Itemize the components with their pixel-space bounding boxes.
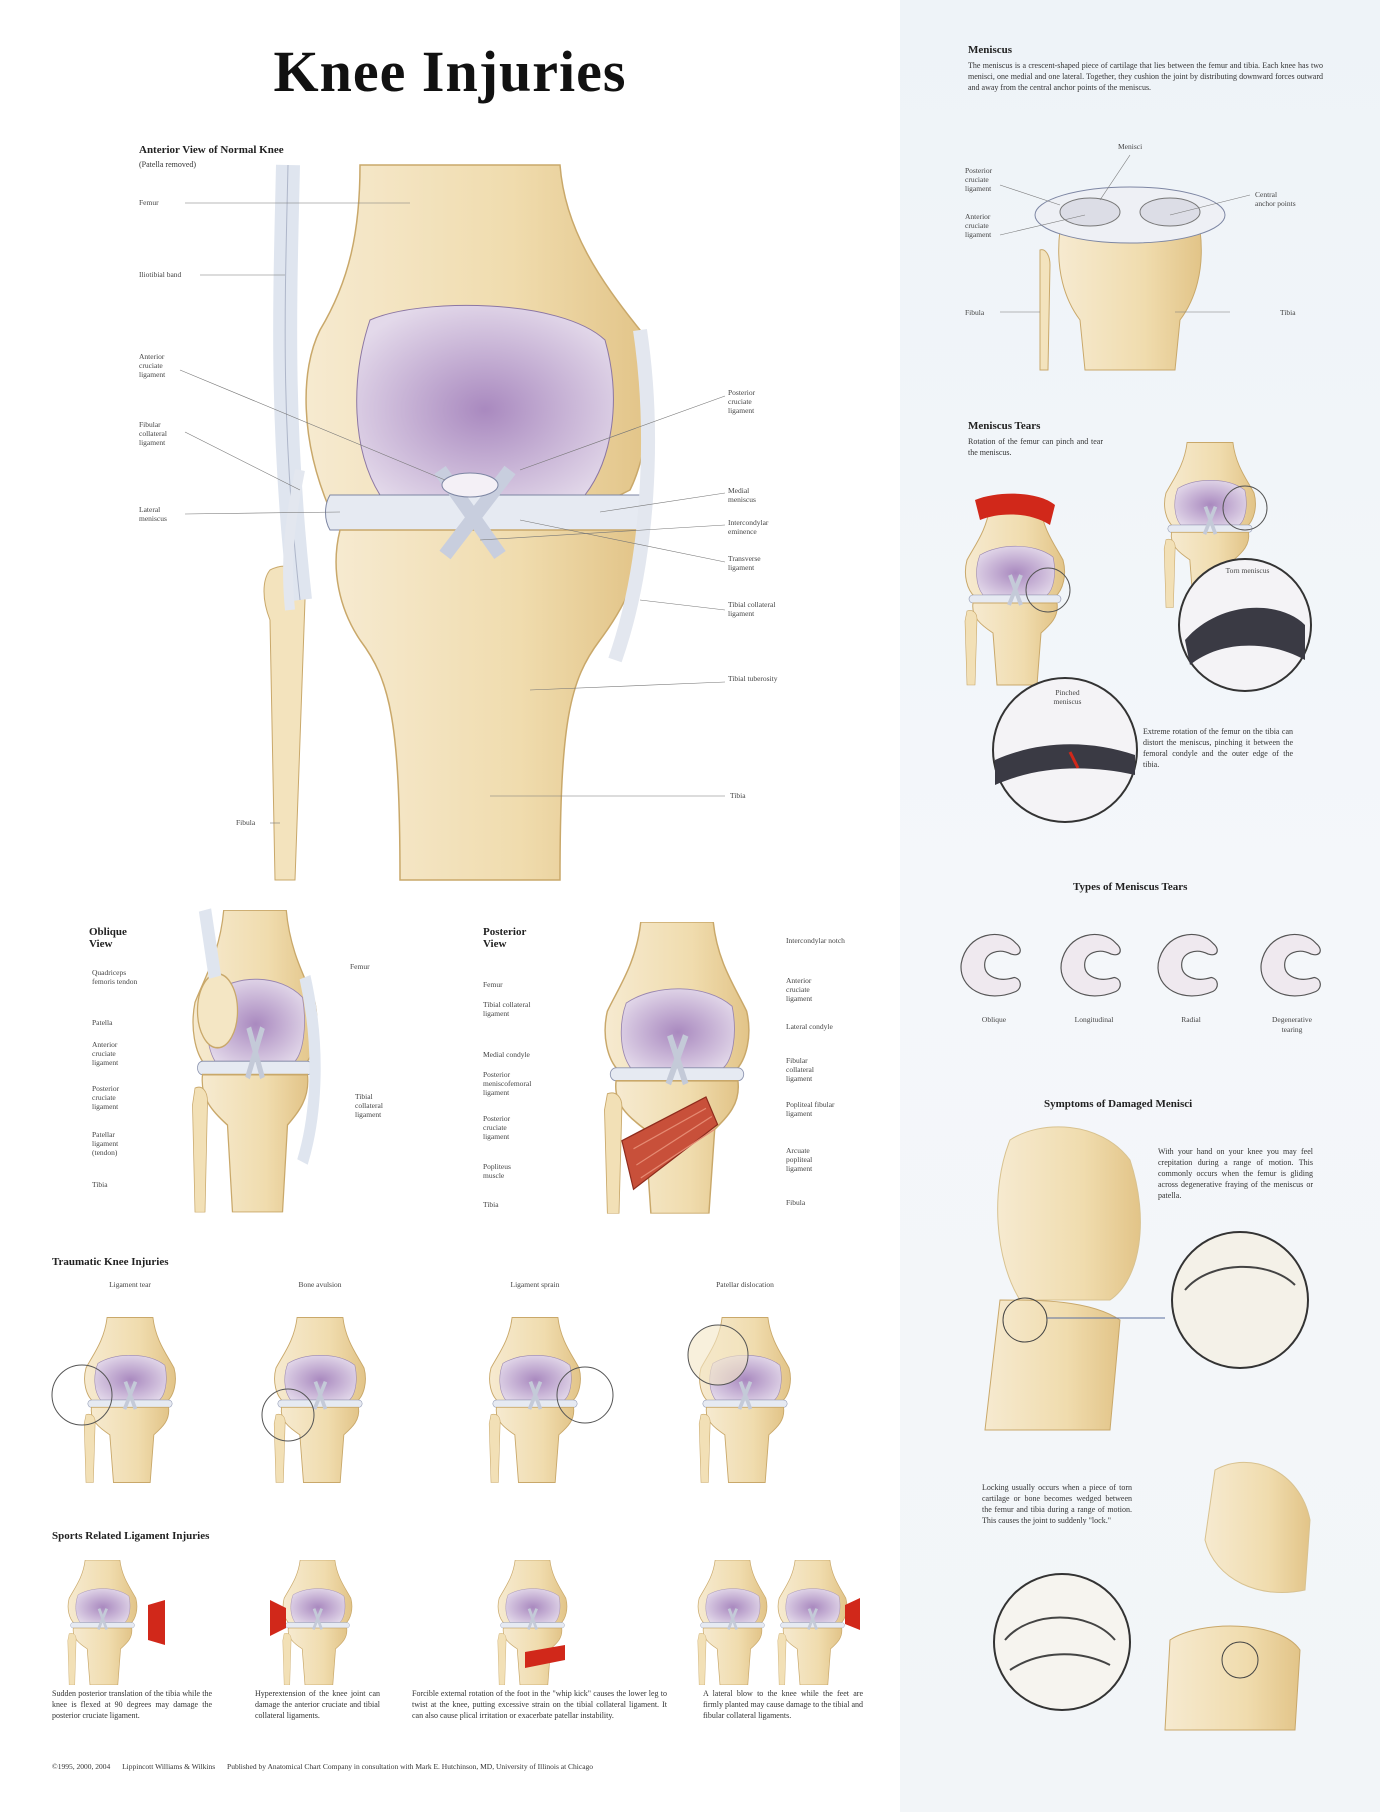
label-oblique-acl: Anterior cruciate ligament [92, 1040, 119, 1067]
anterior-view-subheading: (Patella removed) [139, 160, 197, 169]
label-post-fibular-collateral: Fibular collateral ligament [786, 1056, 814, 1083]
traumatic-bone-avulsion: Bone avulsion [298, 1280, 342, 1289]
label-lateral-condyle: Lateral condyle [786, 1022, 833, 1031]
tears-text: Rotation of the femur can pinch and tear… [968, 437, 1103, 457]
label-pinched-meniscus: Pinched meniscus [1053, 688, 1082, 706]
footer-copyright: ©1995, 2000, 2004 [52, 1762, 111, 1771]
footer: ©1995, 2000, 2004 Lippincott Williams & … [52, 1762, 603, 1771]
label-men-fibula: Fibula [965, 308, 985, 317]
sports-heading: Sports Related Ligament Injuries [52, 1530, 210, 1542]
label-oblique-tibia: Tibia [92, 1180, 108, 1189]
meniscus-heading: Meniscus [968, 44, 1012, 56]
sports-caption-4: A lateral blow to the knee while the fee… [703, 1689, 863, 1720]
label-oblique-pcl: Posterior cruciate ligament [92, 1084, 120, 1111]
label-post-tibial-collateral: Tibial collateral ligament [483, 1000, 531, 1018]
force-arrow-2 [270, 1600, 286, 1636]
symptoms-heading: Symptoms of Damaged Menisci [1044, 1098, 1193, 1110]
force-arrow-1 [148, 1600, 165, 1645]
traumatic-patellar-dislocation: Patellar dislocation [716, 1280, 774, 1289]
meniscus-text: The meniscus is a crescent-shaped piece … [968, 61, 1323, 92]
posterior-view-heading: Posterior View [483, 926, 527, 950]
type-longitudinal: Longitudinal [1074, 1015, 1114, 1024]
label-quadriceps-tendon: Quadriceps femoris tendon [92, 968, 138, 986]
rotation-arrow [975, 493, 1055, 525]
label-patellar-ligament: Patellar ligament (tendon) [92, 1130, 119, 1157]
label-fibula: Fibula [236, 818, 256, 827]
oblique-view-heading: Oblique View [89, 926, 127, 950]
tears-heading: Meniscus Tears [968, 420, 1041, 432]
label-post-fibula: Fibula [786, 1198, 806, 1207]
label-popliteal-fibular: Popliteal fibular ligament [786, 1100, 835, 1118]
label-intercondylar-notch: Intercondylar notch [786, 936, 845, 945]
force-arrow-3 [525, 1645, 565, 1668]
label-tibia: Tibia [730, 791, 746, 800]
oblique-view-illustration [193, 908, 321, 1212]
poster-title: Knee Injuries [273, 39, 627, 104]
label-meniscofemoral: Posterior meniscofemoral ligament [483, 1070, 532, 1097]
label-tibial-collateral: Tibial collateral ligament [728, 600, 776, 618]
type-oblique: Oblique [981, 1015, 1007, 1024]
traumatic-ligament-tear: Ligament tear [109, 1280, 151, 1289]
label-pcl: Posterior cruciate ligament [728, 388, 756, 415]
label-post-pcl: Posterior cruciate ligament [483, 1114, 511, 1141]
label-acl: Anterior cruciate ligament [139, 352, 166, 379]
label-femur: Femur [139, 198, 159, 207]
label-post-acl: Anterior cruciate ligament [786, 976, 813, 1003]
anterior-view-heading: Anterior View of Normal Knee [139, 144, 284, 156]
label-fibular-collateral: Fibular collateral ligament [139, 420, 167, 447]
label-tibial-tuberosity: Tibial tuberosity [728, 674, 778, 683]
symptoms-illustration [984, 1126, 1311, 1731]
anterior-knee-illustration [263, 164, 655, 881]
label-men-acl: Anterior cruciate ligament [965, 212, 992, 239]
label-post-femur: Femur [483, 980, 503, 989]
meniscus-tear-types [960, 933, 1322, 997]
label-iliotibial-band: Iliotibial band [139, 270, 182, 279]
sports-caption-2: Hyperextension of the knee joint can dam… [255, 1689, 380, 1720]
posterior-view-illustration [605, 922, 749, 1214]
traumatic-ligament-sprain: Ligament sprain [510, 1280, 560, 1289]
locking-text: Locking usually occurs when a piece of t… [982, 1483, 1132, 1525]
label-popliteus: Popliteus muscle [483, 1162, 511, 1180]
traumatic-heading: Traumatic Knee Injuries [52, 1256, 169, 1268]
label-lateral-meniscus: Lateral meniscus [139, 505, 167, 523]
type-radial: Radial [1181, 1015, 1201, 1024]
label-medial-meniscus: Medial meniscus [728, 486, 756, 504]
force-arrow-4 [845, 1598, 860, 1630]
rotation-text: Extreme rotation of the femur on the tib… [1143, 727, 1293, 769]
label-oblique-femur: Femur [350, 962, 370, 971]
label-intercondylar-eminence: Intercondylar eminence [728, 518, 769, 536]
label-oblique-tibial-collateral: Tibial collateral ligament [355, 1092, 383, 1119]
crepitation-text: With your hand on your knee you may feel… [1158, 1147, 1313, 1200]
type-degenerative: Degenerative tearing [1272, 1015, 1312, 1034]
sports-injury-illustrations [66, 1560, 860, 1685]
label-men-tibia: Tibia [1280, 308, 1296, 317]
meniscus-tears-illustration [965, 443, 1312, 823]
sports-caption-1: Sudden posterior translation of the tibi… [52, 1689, 212, 1720]
label-men-pcl: Posterior cruciate ligament [965, 166, 993, 193]
label-medial-condyle: Medial condyle [483, 1050, 530, 1059]
sports-caption-3: Forcible external rotation of the foot i… [412, 1689, 667, 1720]
label-anchor-points: Central anchor points [1255, 190, 1296, 208]
meniscus-illustration [999, 154, 1251, 371]
types-heading: Types of Meniscus Tears [1073, 881, 1188, 893]
label-torn-meniscus: Torn meniscus [1225, 566, 1270, 575]
footer-illustrator: Lippincott Williams & Wilkins [122, 1762, 216, 1771]
label-transverse-ligament: Transverse ligament [728, 554, 761, 572]
label-menisci: Menisci [1118, 142, 1143, 151]
label-post-tibia: Tibia [483, 1200, 499, 1209]
footer-publisher: Published by Anatomical Chart Company in… [227, 1762, 594, 1771]
anterior-leader-lines [179, 202, 726, 824]
traumatic-injury-illustrations [51, 1318, 790, 1483]
label-patella: Patella [92, 1018, 113, 1027]
label-arcuate-popliteal: Arcuate popliteal ligament [786, 1146, 813, 1173]
